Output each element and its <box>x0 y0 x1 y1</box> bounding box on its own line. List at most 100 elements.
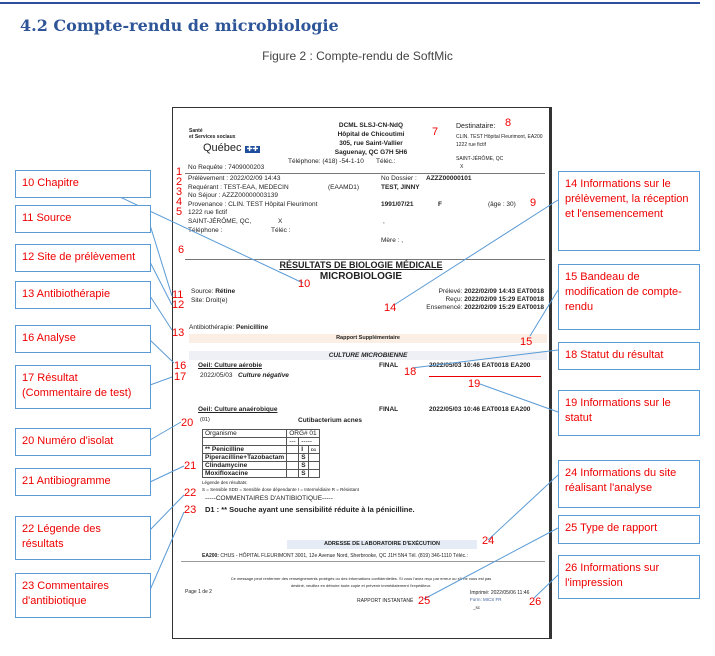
comma: , <box>383 218 385 225</box>
marker: 17 <box>174 371 187 383</box>
result-comment: Culture négative <box>238 372 289 379</box>
callout-commentaires: 23 Commentaires d'antibiotique <box>15 573 151 618</box>
legend: S = Sensible SDD = Sensible dose dépenda… <box>202 487 359 492</box>
callout-site: 12 Site de prélèvement <box>15 244 151 272</box>
callout-statut: 18 Statut du résultat <box>558 342 700 370</box>
callout-statut-info: 19 Informations sur le statut <box>558 390 700 436</box>
analysis-name: Oeil: Culture anaérobique <box>198 406 278 413</box>
marker: 25 <box>418 595 431 607</box>
report-title: RÉSULTATS DE BIOLOGIE MÉDICALE <box>279 260 443 270</box>
supplementary-banner: Rapport Supplémentaire <box>189 334 547 343</box>
callout-prelevement-info: 14 Informations sur le prélèvement, la r… <box>558 171 700 251</box>
marker: 20 <box>181 417 194 429</box>
marker: 23 <box>184 504 197 516</box>
marker: 19 <box>468 378 481 390</box>
sc: _sc <box>473 605 481 610</box>
callout-bandeau: 15 Bandeau de modification de compte-ren… <box>558 264 700 330</box>
lab-phone: Téléphone: (418) -54-1-10 <box>288 158 364 165</box>
marker: 24 <box>482 535 495 547</box>
marker: 21 <box>184 460 197 472</box>
marker: 3 <box>176 186 183 198</box>
marker: 8 <box>505 117 512 129</box>
antibio-label: Antibiothérapie: <box>189 324 235 331</box>
antibiotic-comment: D1 : ** Souche ayant une sensibilité réd… <box>205 505 415 514</box>
dossier-number: AZZZ00000101 <box>426 175 472 182</box>
site: Site: Droit(e) <box>191 297 228 304</box>
analysis-name: Oeil: Culture aérobie <box>198 362 262 369</box>
marker: 5 <box>176 206 183 218</box>
marker: 10 <box>298 278 311 290</box>
marker: 16 <box>174 360 187 372</box>
marker: 1 <box>176 166 183 178</box>
lab-fax: Téléc.: <box>376 158 396 165</box>
lab-address-title: ADRESSE DE LABORATOIRE D'EXÉCUTION <box>287 540 477 549</box>
callout-chapitre: 10 Chapitre <box>15 170 151 198</box>
marker: 14 <box>384 302 397 314</box>
requester-code: (EAAMD1) <box>328 184 360 191</box>
status-underline <box>429 376 541 377</box>
callout-resultat: 17 Résultat (Commentaire de test) <box>15 365 151 409</box>
marker: 13 <box>172 327 185 339</box>
divider <box>185 259 545 260</box>
result-status: FINAL <box>379 362 399 369</box>
callout-impression: 26 Informations sur l'impression <box>558 555 700 599</box>
dest-label: Destinataire: <box>456 123 496 130</box>
marker: 2 <box>176 176 183 188</box>
page-number: Page 1 de 2 <box>185 589 212 595</box>
status-info: 2022/05/03 10:46 EAT0018 EA200 <box>429 406 531 413</box>
divider <box>185 173 545 174</box>
legend-title: Légende des résultats: <box>202 480 248 485</box>
confidentiality: Ce message peut renfermer des renseignem… <box>230 576 492 588</box>
specimen-dates: Prélevé: 2022/02/09 14:43 EAT0018 Reçu: … <box>426 288 544 311</box>
section-title: 4.2 Compte-rendu de microbiologie <box>20 16 339 35</box>
printed-date: Imprimé: 2022/05/06 11:46 <box>470 590 530 596</box>
marker: 6 <box>178 244 185 256</box>
callout-antibiotherapie: 13 Antibiothérapie <box>15 281 151 309</box>
callout-analyse: 16 Analyse <box>15 325 151 353</box>
report-type: RAPPORT INSTANTANÉ <box>357 598 414 604</box>
marker: 4 <box>176 196 183 208</box>
result-date: 2022/05/03 <box>200 372 233 379</box>
figure-caption: Figure 2 : Compte-rendu de SoftMic <box>262 49 453 63</box>
marker: 22 <box>184 487 197 499</box>
lab-code: EA200: <box>202 553 219 559</box>
marker: 11 <box>172 289 184 301</box>
result-status: FINAL <box>379 406 399 413</box>
top-rule <box>0 2 700 4</box>
source-value: Rétine <box>215 288 236 295</box>
callout-numero-isolat: 20 Numéro d'isolat <box>15 428 151 456</box>
callout-antibiogramme: 21 Antibiogramme <box>15 468 151 496</box>
marker: 9 <box>530 197 537 209</box>
callout-type-rapport: 25 Type de rapport <box>558 515 700 544</box>
patient-name: TEST, JINNY <box>381 184 420 191</box>
sex: F <box>438 201 442 208</box>
marker: 18 <box>404 366 417 378</box>
status-info: 2022/05/03 10:46 EAT0018 EA200 <box>429 362 531 369</box>
callout-source: 11 Source <box>15 205 151 233</box>
marker: 7 <box>432 126 439 138</box>
marker: 12 <box>172 299 185 311</box>
source-label: Source: <box>191 288 214 295</box>
logo-quebec: Québec ✚✚ <box>203 142 261 154</box>
x-mark: X <box>278 218 283 225</box>
callout-site-analyse: 24 Informations du site réalisant l'anal… <box>558 460 700 508</box>
organism: Cutibacterium acnes <box>298 417 362 424</box>
report-subtitle: MICROBIOLOGIE <box>319 271 403 282</box>
marker: 15 <box>520 336 533 348</box>
request-number: No Requête : 7409000203 <box>188 164 265 171</box>
antibio-value: Penicilline <box>235 324 269 331</box>
callout-legende: 22 Légende des résultats <box>15 516 151 560</box>
age: (âge : 30) <box>488 201 516 208</box>
marker: 26 <box>529 596 542 608</box>
mother: Mère : , <box>381 237 404 244</box>
lab-address: CHUS - HÔPITAL FLEURIMONT 3001, 12e Aven… <box>220 553 468 559</box>
dossier-label: No Dossier : <box>381 175 417 182</box>
isolate-number: (01) <box>200 417 210 423</box>
culture-banner: CULTURE MICROBIENNE <box>189 351 547 360</box>
